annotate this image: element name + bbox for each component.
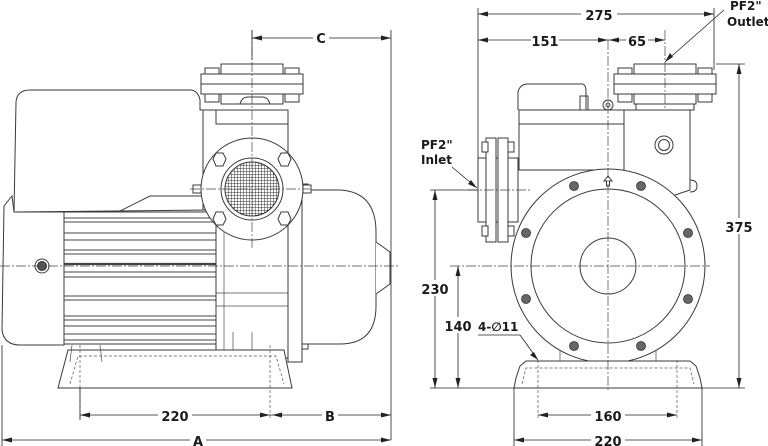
dim-base-hole-spacing-front: 160 bbox=[594, 410, 621, 425]
inlet-size-label: PF2" bbox=[421, 138, 453, 152]
pump-casing bbox=[301, 189, 377, 345]
side-base bbox=[57, 349, 293, 389]
front-terminal-box bbox=[517, 83, 587, 110]
front-view bbox=[450, 30, 717, 420]
dim-shaft-center-height: 140 bbox=[444, 320, 471, 335]
casing-nose bbox=[375, 241, 391, 295]
motor-end-cap bbox=[1, 194, 65, 346]
outlet-label: Outlet bbox=[727, 15, 768, 29]
dim-c: C bbox=[316, 32, 326, 47]
cooling-fins bbox=[64, 217, 216, 341]
inlet-label: Inlet bbox=[421, 153, 452, 167]
dim-overall-height: 375 bbox=[725, 221, 752, 236]
dim-center-to-outlet: 65 bbox=[628, 35, 646, 50]
casing-bolts bbox=[521, 181, 693, 351]
side-view-dimensions: C 220 B A bbox=[1, 30, 392, 446]
dim-base-hole-spacing-side: 220 bbox=[161, 410, 188, 425]
mounting-holes-label: 4-∅11 bbox=[478, 320, 518, 334]
dim-base-width: 220 bbox=[594, 435, 621, 446]
motor-body bbox=[63, 211, 217, 345]
outlet-size-label: PF2" bbox=[730, 0, 762, 13]
terminal-box bbox=[13, 89, 211, 213]
dim-b: B bbox=[325, 410, 335, 425]
dim-inlet-to-center: 151 bbox=[531, 35, 558, 50]
dim-a: A bbox=[193, 435, 203, 446]
front-view-dimensions: 275 151 65 PF2" Outlet 375 PF2" Inlet bbox=[418, 0, 768, 446]
dim-inlet-height: 230 bbox=[421, 283, 448, 298]
side-view bbox=[0, 30, 400, 420]
dim-overall-width: 275 bbox=[585, 9, 612, 24]
